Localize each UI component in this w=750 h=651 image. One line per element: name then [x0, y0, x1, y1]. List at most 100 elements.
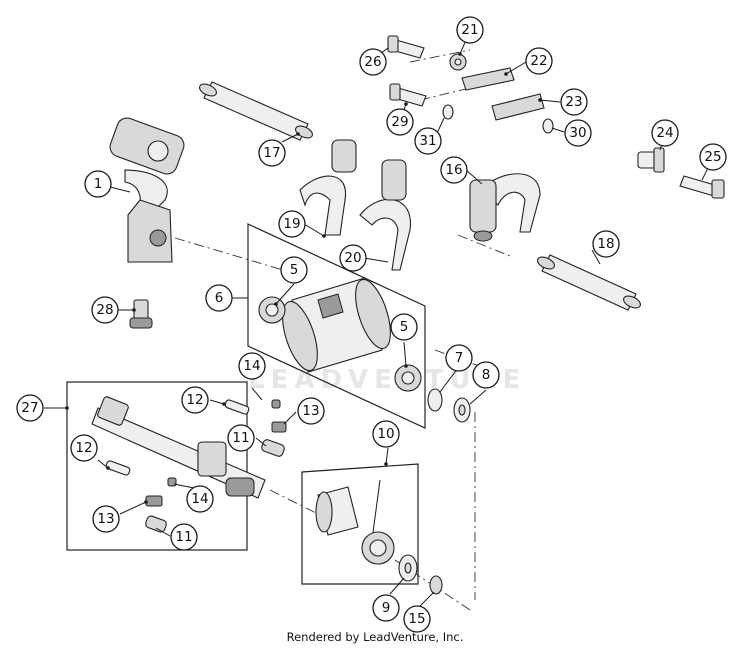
svg-text:27: 27 [21, 400, 38, 416]
shift-lever-frame [301, 463, 419, 585]
svg-text:5: 5 [290, 262, 299, 278]
bushing-21-part [449, 53, 467, 71]
callout-5-upper[interactable]: 5 [280, 256, 308, 284]
svg-text:1: 1 [94, 176, 103, 192]
shift-shaft-frame [66, 381, 248, 551]
callout-21[interactable]: 21 [456, 16, 484, 44]
shift-fork-19-part [299, 139, 357, 236]
callout-15[interactable]: 15 [403, 605, 431, 633]
spring-assembly-10-part [315, 479, 395, 565]
shift-lever-part [109, 117, 185, 263]
callout-11-upper[interactable]: 11 [227, 424, 255, 452]
callout-8[interactable]: 8 [472, 361, 500, 389]
callout-10[interactable]: 10 [372, 420, 400, 448]
svg-text:24: 24 [656, 125, 673, 141]
svg-text:25: 25 [704, 149, 721, 165]
shift-fork-16-part [469, 173, 541, 242]
pin-14a-part [271, 399, 281, 409]
callout-29[interactable]: 28 [91, 296, 119, 324]
callout-5-lower[interactable]: 5 [390, 313, 418, 341]
callout-19[interactable]: 19 [278, 210, 306, 238]
bolt-25-part [679, 175, 725, 199]
clip-13a-part [271, 421, 287, 433]
svg-text:11: 11 [175, 529, 192, 545]
shift-drum-part [282, 277, 391, 373]
callout-6[interactable]: 6 [205, 284, 233, 312]
svg-text:7: 7 [455, 350, 464, 366]
washer-9-part [398, 554, 418, 582]
spring-12b-part [105, 460, 131, 476]
svg-text:22: 22 [530, 53, 547, 69]
svg-text:9: 9 [382, 600, 391, 616]
bolt-29-part [129, 299, 153, 329]
svg-text:12: 12 [186, 392, 203, 408]
svg-text:16: 16 [445, 162, 462, 178]
callout-25[interactable]: 25 [699, 143, 727, 171]
shift-fork-20-part [359, 159, 411, 271]
callout-9[interactable]: 9 [372, 594, 400, 622]
svg-text:21: 21 [461, 22, 478, 38]
shift-drum-frame [247, 223, 426, 429]
callout-28[interactable]: 27 [16, 394, 44, 422]
bearing-5b-part [394, 364, 422, 392]
sleeve-11a-part [261, 439, 285, 457]
svg-text:26: 26 [364, 54, 381, 70]
footer-credit: Rendered by LeadVenture, Inc. [286, 630, 464, 644]
svg-text:11: 11 [232, 430, 249, 446]
callout-14-upper[interactable]: 14 [238, 352, 266, 380]
rod-17-part [199, 81, 313, 141]
svg-text:23: 23 [565, 94, 582, 110]
svg-text:29: 29 [391, 114, 408, 130]
svg-text:14: 14 [243, 358, 260, 374]
washer-8-part [453, 397, 471, 423]
svg-text:14: 14 [191, 491, 208, 507]
washer-30-part [542, 118, 554, 134]
svg-text:8: 8 [482, 367, 491, 383]
nut-24-part [637, 147, 665, 173]
callout-14-lower[interactable]: 14 [186, 485, 214, 513]
callout-17[interactable]: 17 [258, 139, 286, 167]
link-22-part [461, 67, 515, 91]
svg-text:12: 12 [75, 440, 92, 456]
svg-text:19: 19 [283, 216, 300, 232]
callout-31[interactable]: 31 [414, 127, 442, 155]
callout-27[interactable]: 29 [386, 108, 414, 136]
svg-text:13: 13 [97, 511, 114, 527]
callout-1[interactable]: 1 [84, 170, 112, 198]
svg-text:13: 13 [302, 403, 319, 419]
callout-12-lower[interactable]: 12 [70, 434, 98, 462]
washer-31-part [442, 104, 454, 120]
callout-20[interactable]: 20 [339, 244, 367, 272]
svg-text:31: 31 [419, 133, 436, 149]
callout-13-lower[interactable]: 13 [92, 505, 120, 533]
spring-12a-part [224, 399, 250, 415]
pin-14b-part [167, 477, 177, 487]
callout-24[interactable]: 24 [651, 119, 679, 147]
svg-text:18: 18 [597, 236, 614, 252]
callout-18[interactable]: 18 [592, 230, 620, 258]
callout-23[interactable]: 23 [560, 88, 588, 116]
callout-16[interactable]: 16 [440, 156, 468, 184]
svg-text:6: 6 [215, 290, 224, 306]
callout-26[interactable]: 26 [359, 48, 387, 76]
washer-7-part [427, 388, 443, 412]
svg-text:5: 5 [400, 319, 409, 335]
callout-30[interactable]: 30 [564, 119, 592, 147]
clip-13b-part [145, 495, 163, 507]
svg-text:20: 20 [344, 250, 361, 266]
rod-18-part [537, 254, 641, 311]
callout-11-lower[interactable]: 11 [170, 523, 198, 551]
callout-22[interactable]: 22 [525, 47, 553, 75]
callout-12-upper[interactable]: 12 [181, 386, 209, 414]
svg-text:30: 30 [569, 125, 586, 141]
svg-text:17: 17 [263, 145, 280, 161]
svg-text:10: 10 [377, 426, 394, 442]
callout-13-upper[interactable]: 13 [297, 397, 325, 425]
link-23-part [491, 93, 545, 121]
bearing-5a-part [258, 296, 286, 324]
callout-7[interactable]: 7 [445, 344, 473, 372]
shift-shaft-part [91, 396, 266, 499]
bolt-26-part [387, 35, 425, 59]
svg-text:15: 15 [408, 611, 425, 627]
